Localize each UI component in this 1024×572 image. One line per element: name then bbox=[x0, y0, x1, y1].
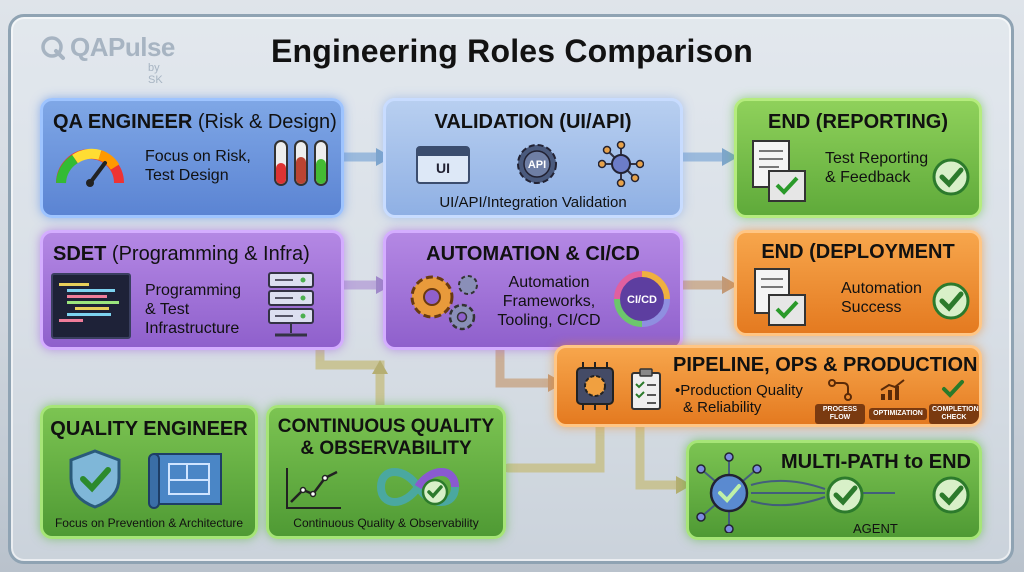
end-deployment-title: END (DEPLOYMENT bbox=[761, 241, 955, 263]
report-document-icon bbox=[752, 140, 806, 202]
quality-engineer-caption: Focus on Prevention & Architecture bbox=[54, 516, 244, 530]
validation-title: VALIDATION (UI/API) bbox=[434, 111, 632, 133]
deploy-check-icon bbox=[932, 282, 970, 320]
test-tubes-icon bbox=[274, 140, 328, 186]
server-stack-icon bbox=[268, 272, 314, 337]
continuous-quality-title: CONTINUOUS QUALITY& OBSERVABILITY bbox=[277, 416, 495, 459]
end-reporting-title: END (REPORTING) bbox=[768, 111, 948, 133]
agent-network-icon bbox=[696, 452, 895, 533]
completion-check-icon bbox=[942, 380, 964, 398]
qa-engineer-box: QA ENGINEER (Risk & Design) Focus on Ris… bbox=[40, 98, 344, 218]
api-gear-icon: API bbox=[517, 144, 557, 184]
end-reporting-desc: Test Reporting& Feedback bbox=[825, 150, 929, 186]
multi-path-caption: AGENT CONSENSUS bbox=[853, 521, 935, 537]
logo-q-icon bbox=[41, 35, 65, 60]
sdet-title: SDET (Programming & Infra) bbox=[53, 243, 310, 265]
multi-path-box: MULTI-PATH to END AGENT CONSENSUS bbox=[686, 440, 982, 540]
quality-engineer-title: QUALITY ENGINEER bbox=[50, 418, 248, 440]
consensus-check-icon-2 bbox=[932, 476, 970, 514]
deploy-document-icon bbox=[754, 268, 806, 326]
chip-completion-check: COMPLETION CHECK bbox=[929, 404, 979, 424]
gears-icon bbox=[410, 275, 478, 331]
quality-engineer-box: QUALITY ENGINEER Focus on Prevention & A… bbox=[40, 405, 258, 539]
qa-engineer-desc: Focus on Risk,Test Design bbox=[145, 148, 251, 184]
qapulse-logo: QAPulse by SK bbox=[40, 32, 175, 86]
pipeline-title: PIPELINE, OPS & PRODUCTION bbox=[673, 354, 978, 376]
integration-network-icon bbox=[598, 141, 644, 187]
optimization-chart-icon bbox=[880, 379, 905, 400]
consensus-check-icon-1 bbox=[826, 476, 864, 514]
end-reporting-box: END (REPORTING) Test Reporting& Feedback bbox=[734, 98, 982, 218]
page-title: Engineering Roles Comparison bbox=[270, 33, 754, 69]
ui-window-icon: UI bbox=[416, 146, 470, 184]
pipeline-desc: •Production Quality& Reliability bbox=[675, 382, 803, 416]
chip-optimization: OPTIMIZATION bbox=[869, 408, 927, 420]
validation-caption: UI/API/Integration Validation bbox=[439, 194, 627, 211]
checklist-icon bbox=[631, 368, 661, 410]
continuous-quality-box: CONTINUOUS QUALITY& OBSERVABILITY Contin… bbox=[266, 405, 506, 539]
chip-process-flow: PROCESS FLOW bbox=[815, 404, 865, 424]
infinity-loop-icon bbox=[376, 468, 460, 506]
chip-gear-icon bbox=[576, 362, 614, 410]
logo-by: by SK bbox=[148, 62, 163, 86]
shield-check-icon bbox=[69, 449, 121, 509]
multi-path-title: MULTI-PATH to END bbox=[781, 451, 971, 473]
qa-engineer-title: QA ENGINEER (Risk & Design) bbox=[53, 111, 337, 133]
cicd-label: CI/CD bbox=[627, 294, 657, 306]
logo-name: QAPulse bbox=[70, 32, 175, 62]
process-flow-icon bbox=[828, 379, 852, 401]
code-editor-icon bbox=[51, 273, 131, 339]
automation-title: AUTOMATION & CI/CD bbox=[426, 243, 640, 265]
api-label: API bbox=[528, 159, 546, 171]
gauge-icon bbox=[56, 148, 124, 187]
pipeline-box: PIPELINE, OPS & PRODUCTION •Production Q… bbox=[554, 345, 982, 427]
check-circle-icon bbox=[932, 158, 970, 196]
ui-label: UI bbox=[436, 160, 450, 176]
cicd-cycle-icon: CI/CD bbox=[614, 271, 670, 327]
blueprint-icon bbox=[148, 453, 222, 509]
validation-box: VALIDATION (UI/API) UI API UI/API/Integr… bbox=[383, 98, 683, 218]
sdet-box: SDET (Programming & Infra) Programming& … bbox=[40, 230, 344, 350]
trend-line-chart-icon bbox=[286, 468, 341, 509]
continuous-quality-caption: Continuous Quality & Observability bbox=[293, 516, 479, 530]
